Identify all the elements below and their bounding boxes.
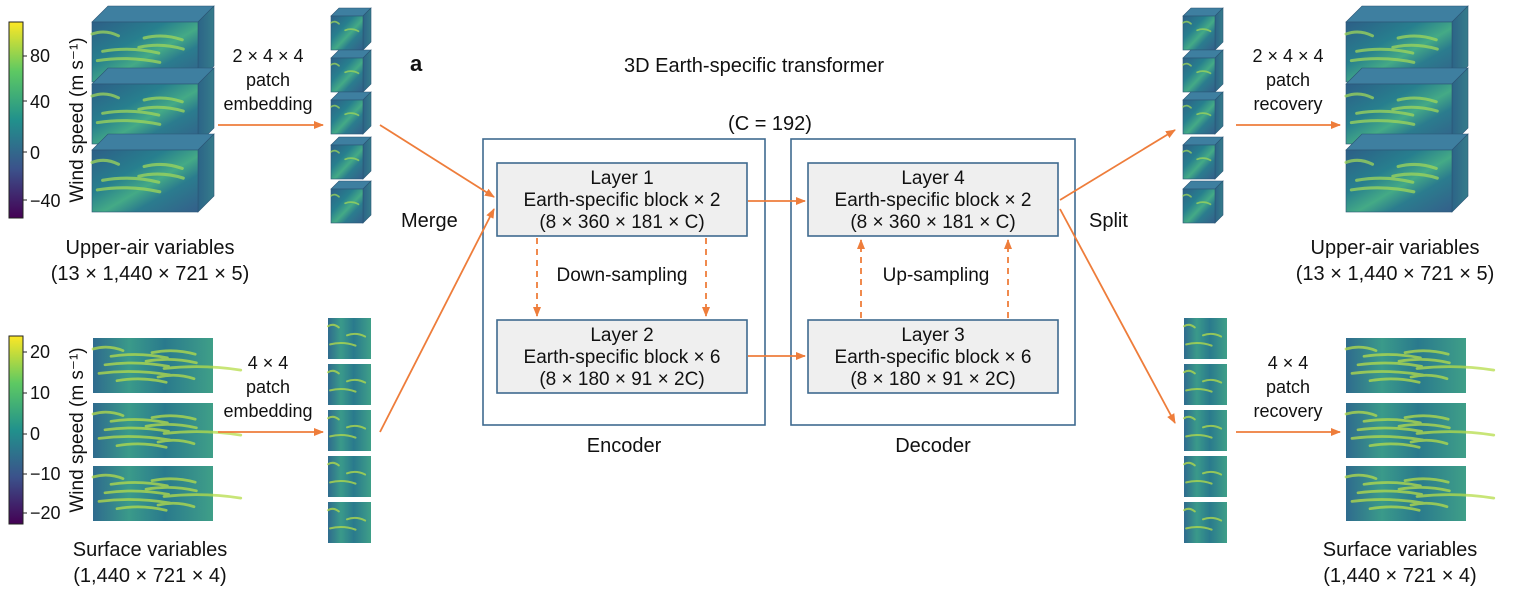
layer4-name: Layer 4 bbox=[901, 168, 965, 189]
right-surface-dims: (1,440 × 721 × 4) bbox=[1323, 565, 1477, 587]
surface-tick-2: 10 bbox=[30, 383, 51, 403]
upper-embed-line3: embedding bbox=[223, 94, 313, 114]
upper-recovery-line3: recovery bbox=[1253, 94, 1323, 114]
layer3-box bbox=[807, 319, 1059, 394]
upper-recovery-line2: patch bbox=[1265, 70, 1311, 90]
merge-label: Merge bbox=[401, 210, 458, 232]
surface-tick-1: 20 bbox=[30, 342, 51, 362]
surface-recovery-line1: 4 × 4 bbox=[1267, 353, 1309, 373]
surface-recovery-line3: recovery bbox=[1253, 401, 1323, 421]
upper-embed-line2: patch bbox=[245, 70, 291, 90]
right-upper-field-2-top bbox=[1345, 67, 1469, 85]
left-upper-dims: (13 × 1,440 × 721 × 5) bbox=[50, 263, 250, 285]
surface-tick-4: −10 bbox=[30, 464, 61, 484]
surface-tick-5: −20 bbox=[30, 503, 61, 523]
layer1-block: Earth-specific block × 2 bbox=[523, 190, 721, 211]
left-upper-field-1-top bbox=[91, 5, 215, 23]
left-upper-field-3-top bbox=[91, 133, 215, 151]
layer2-dims: (8 × 180 × 91 × 2C) bbox=[539, 369, 705, 390]
right-upper-field-3-top bbox=[1345, 133, 1469, 151]
surface-tick-3: 0 bbox=[30, 424, 41, 444]
encoder-box bbox=[482, 138, 766, 426]
right-upper-label: Upper-air variables bbox=[1310, 237, 1480, 259]
surface-colorbar-label: Wind speed (m s⁻¹) bbox=[67, 347, 88, 513]
layer4-block: Earth-specific block × 2 bbox=[834, 190, 1032, 211]
layer2-box bbox=[496, 319, 748, 394]
right-upper-dims: (13 × 1,440 × 721 × 5) bbox=[1295, 263, 1495, 285]
surface-embed-line1: 4 × 4 bbox=[247, 353, 289, 373]
surface-embed-line3: embedding bbox=[223, 401, 313, 421]
up-sampling-label: Up-sampling bbox=[882, 265, 990, 286]
upper-recovery-line1: 2 × 4 × 4 bbox=[1252, 46, 1324, 66]
layer3-dims: (8 × 180 × 91 × 2C) bbox=[850, 369, 1016, 390]
decoder-label: Decoder bbox=[895, 435, 971, 457]
layer4-dims: (8 × 360 × 181 × C) bbox=[850, 212, 1016, 233]
encoder-label: Encoder bbox=[586, 435, 662, 457]
upper-colorbar-ticks bbox=[23, 55, 27, 201]
upper-tick-2: 40 bbox=[30, 92, 51, 112]
upper-tick-3: 0 bbox=[30, 143, 41, 163]
layer4-box bbox=[807, 162, 1059, 237]
layer1-dims: (8 × 360 × 181 × C) bbox=[539, 212, 705, 233]
split-label: Split bbox=[1089, 210, 1128, 232]
layer1-name: Layer 1 bbox=[590, 168, 654, 189]
surface-recovery-line2: patch bbox=[1265, 377, 1311, 397]
upper-colorbar bbox=[8, 21, 24, 219]
decoder-box bbox=[790, 138, 1076, 426]
left-upper-field-2-top bbox=[91, 67, 215, 85]
right-surface-label: Surface variables bbox=[1322, 539, 1478, 561]
surface-colorbar-ticks bbox=[23, 351, 27, 514]
left-upper-label: Upper-air variables bbox=[65, 237, 235, 259]
surface-colorbar bbox=[8, 335, 24, 525]
right-upper-field-1-top bbox=[1345, 5, 1469, 23]
left-surface-dims: (1,440 × 721 × 4) bbox=[73, 565, 227, 587]
diagram-title: 3D Earth-specific transformer bbox=[624, 55, 885, 77]
down-sampling-label: Down-sampling bbox=[556, 265, 688, 286]
left-surface-label: Surface variables bbox=[72, 539, 228, 561]
arrow-merge-surface bbox=[379, 208, 495, 433]
channel-label: (C = 192) bbox=[728, 113, 812, 135]
upper-tick-4: −40 bbox=[30, 191, 61, 211]
left-upper-patch-4 bbox=[330, 144, 364, 180]
surface-embed-line2: patch bbox=[245, 377, 291, 397]
upper-colorbar-label: Wind speed (m s⁻¹) bbox=[67, 37, 88, 203]
upper-tick-1: 80 bbox=[30, 46, 51, 66]
upper-embed-line1: 2 × 4 × 4 bbox=[232, 46, 304, 66]
arrow-split-upper bbox=[1059, 129, 1176, 201]
layer3-name: Layer 3 bbox=[901, 325, 965, 346]
layer3-block: Earth-specific block × 6 bbox=[834, 347, 1032, 368]
arrow-merge-upper bbox=[379, 124, 495, 198]
layer2-block: Earth-specific block × 6 bbox=[523, 347, 721, 368]
panel-letter: a bbox=[410, 51, 423, 76]
arrow-split-surface bbox=[1059, 208, 1176, 424]
layer1-box bbox=[496, 162, 748, 237]
layer2-name: Layer 2 bbox=[590, 325, 654, 346]
